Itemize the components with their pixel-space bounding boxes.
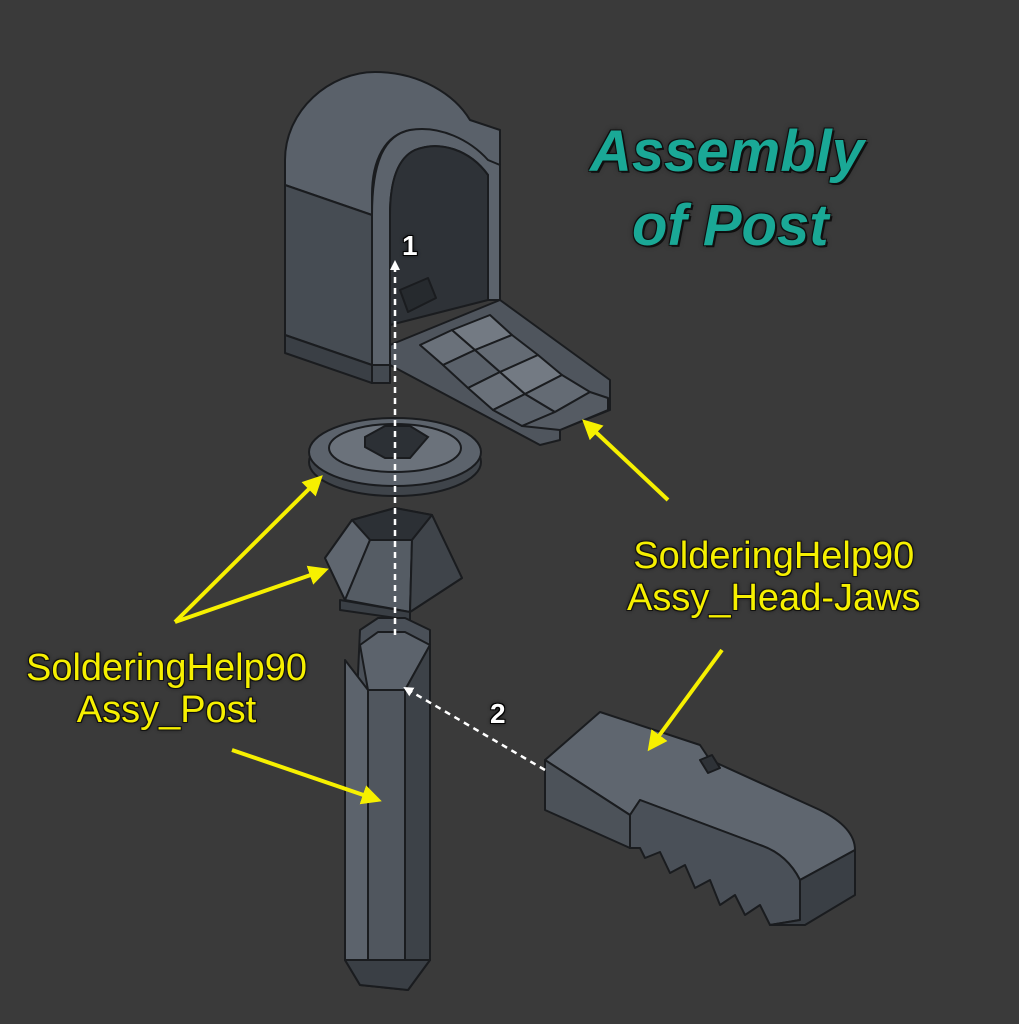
title-line-1: Assembly xyxy=(590,119,865,184)
callout-arrow-washer xyxy=(173,475,323,624)
jaw-part xyxy=(544,711,856,926)
label-post: SolderingHelp90 Assy_Post xyxy=(26,647,307,731)
label-head-jaws: SolderingHelp90 Assy_Head-Jaws xyxy=(627,535,921,619)
step-number-2: 2 xyxy=(490,698,506,729)
guide-arrow-diagonal xyxy=(403,686,546,772)
post-part xyxy=(344,617,431,991)
callout-arrow-post xyxy=(231,748,382,805)
step-number-1: 1 xyxy=(402,230,418,261)
callout-arrow-nut xyxy=(174,565,329,624)
label-post-line2: Assy_Post xyxy=(76,689,257,731)
callout-arrow-jaw xyxy=(647,648,724,752)
label-head-jaws-line1: SolderingHelp90 xyxy=(633,535,915,577)
label-post-line1: SolderingHelp90 xyxy=(26,647,307,689)
title-line-2: of Post xyxy=(632,193,829,258)
callout-arrow-head xyxy=(582,419,670,502)
head-part xyxy=(284,71,611,446)
label-head-jaws-line2: Assy_Head-Jaws xyxy=(627,577,921,619)
hex-nut-part xyxy=(324,507,463,621)
